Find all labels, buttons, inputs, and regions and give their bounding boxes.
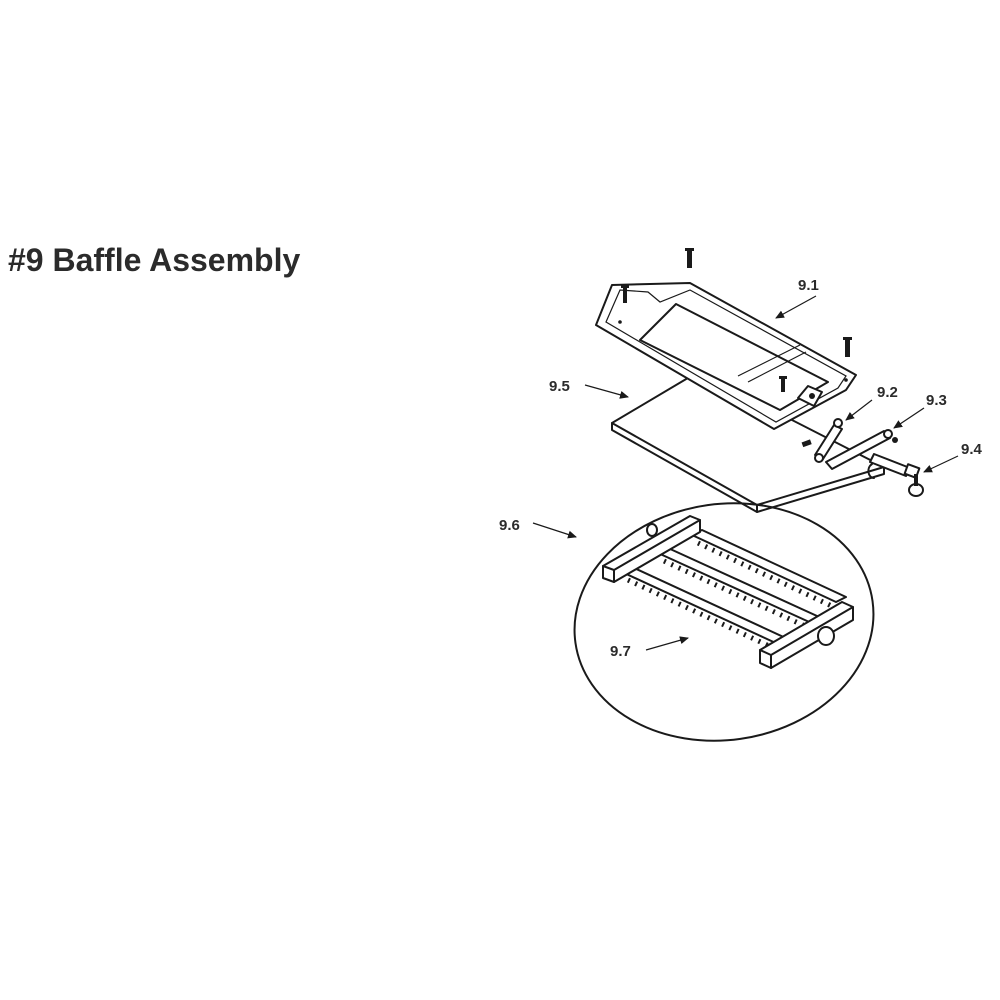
callout-9-2: 9.2 bbox=[877, 384, 898, 401]
knob-9-4 bbox=[903, 463, 924, 497]
callout-9-7: 9.7 bbox=[610, 643, 631, 660]
callout-9-4: 9.4 bbox=[961, 441, 983, 458]
callout-arrows bbox=[532, 295, 959, 651]
page-title: #9 Baffle Assembly bbox=[8, 242, 301, 278]
callout-9-6: 9.6 bbox=[499, 517, 520, 534]
link-arm-9-2 bbox=[801, 418, 843, 463]
screw-icon bbox=[621, 285, 629, 303]
screw-icon bbox=[779, 376, 787, 392]
callout-9-5: 9.5 bbox=[549, 378, 570, 395]
detail-circle-9-6 bbox=[573, 502, 875, 742]
callout-9-1: 9.1 bbox=[798, 277, 819, 294]
handle-arm-9-3 bbox=[825, 429, 911, 479]
screw-icon bbox=[685, 248, 694, 268]
burner-tray-9-6 bbox=[602, 515, 854, 669]
callout-9-3: 9.3 bbox=[926, 392, 947, 409]
screw-icon bbox=[843, 337, 852, 357]
frame-screws bbox=[621, 248, 852, 392]
